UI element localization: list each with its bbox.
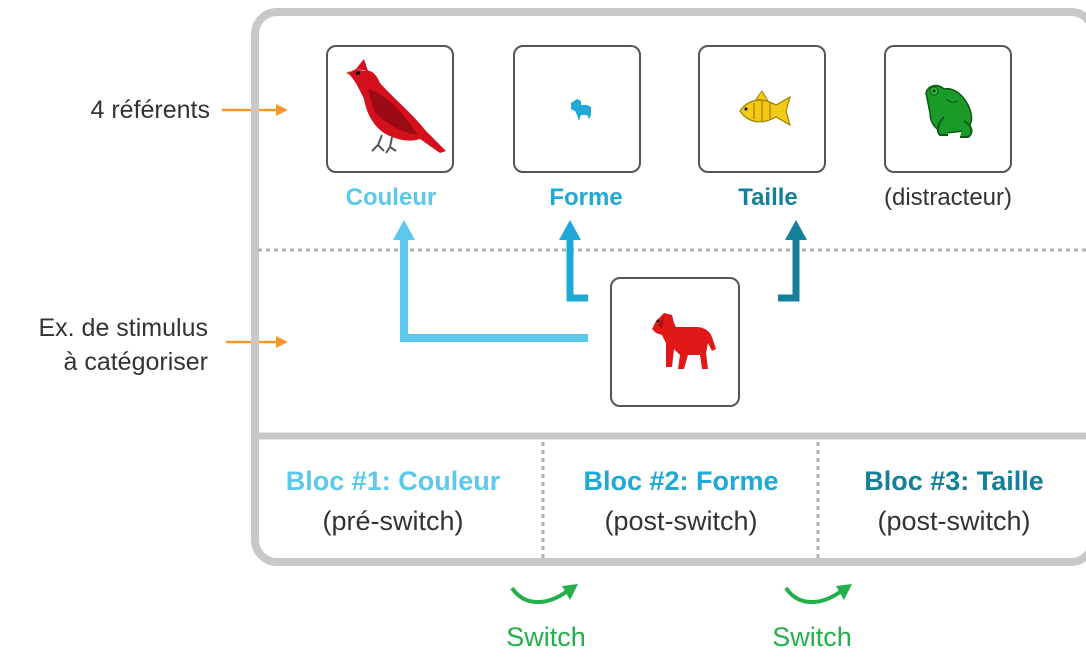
- bloc-2-subtitle: (post-switch): [604, 506, 758, 536]
- referent-label-couleur: Couleur: [345, 184, 437, 211]
- bloc-2-title: Bloc #2: Forme: [583, 466, 779, 496]
- diagram-frame: [251, 8, 1086, 566]
- switch-1-label: Switch: [506, 622, 586, 652]
- red-bird-icon: [346, 59, 446, 154]
- bloc-1-subtitle: (pré-switch): [322, 506, 464, 536]
- bloc-1-title: Bloc #1: Couleur: [285, 466, 501, 496]
- switch-2-arrow-icon: [784, 584, 852, 605]
- forme-arrow: [559, 220, 588, 302]
- green-frog-icon: [925, 84, 973, 138]
- bloc-3-title: Bloc #3: Taille: [864, 466, 1044, 496]
- couleur-arrow: [393, 220, 588, 342]
- taille-arrow: [778, 220, 807, 302]
- red-dog-icon: [652, 313, 716, 369]
- referent-card-small-dog: [513, 45, 641, 173]
- referents-label: 4 référents: [90, 96, 210, 124]
- stimulus-label-line2: à catégoriser: [63, 348, 208, 376]
- referent-label-forme: Forme: [549, 184, 623, 211]
- referent-label-distracteur: (distracteur): [883, 184, 1013, 211]
- yellow-fish-icon: [739, 90, 791, 127]
- stimulus-label-line1: Ex. de stimulus: [38, 314, 208, 342]
- referent-label-taille: Taille: [738, 184, 798, 211]
- referents-pointer-arrow: [222, 104, 288, 116]
- small-blue-dog-icon: [571, 99, 591, 121]
- referent-card-fish: [698, 45, 826, 173]
- bloc-3-subtitle: (post-switch): [877, 506, 1031, 536]
- switch-2-label: Switch: [772, 622, 852, 652]
- referent-card-frog: [884, 45, 1012, 173]
- referent-card-bird: [326, 45, 454, 173]
- switch-1-arrow-icon: [510, 584, 578, 605]
- stimulus-card: [610, 277, 740, 407]
